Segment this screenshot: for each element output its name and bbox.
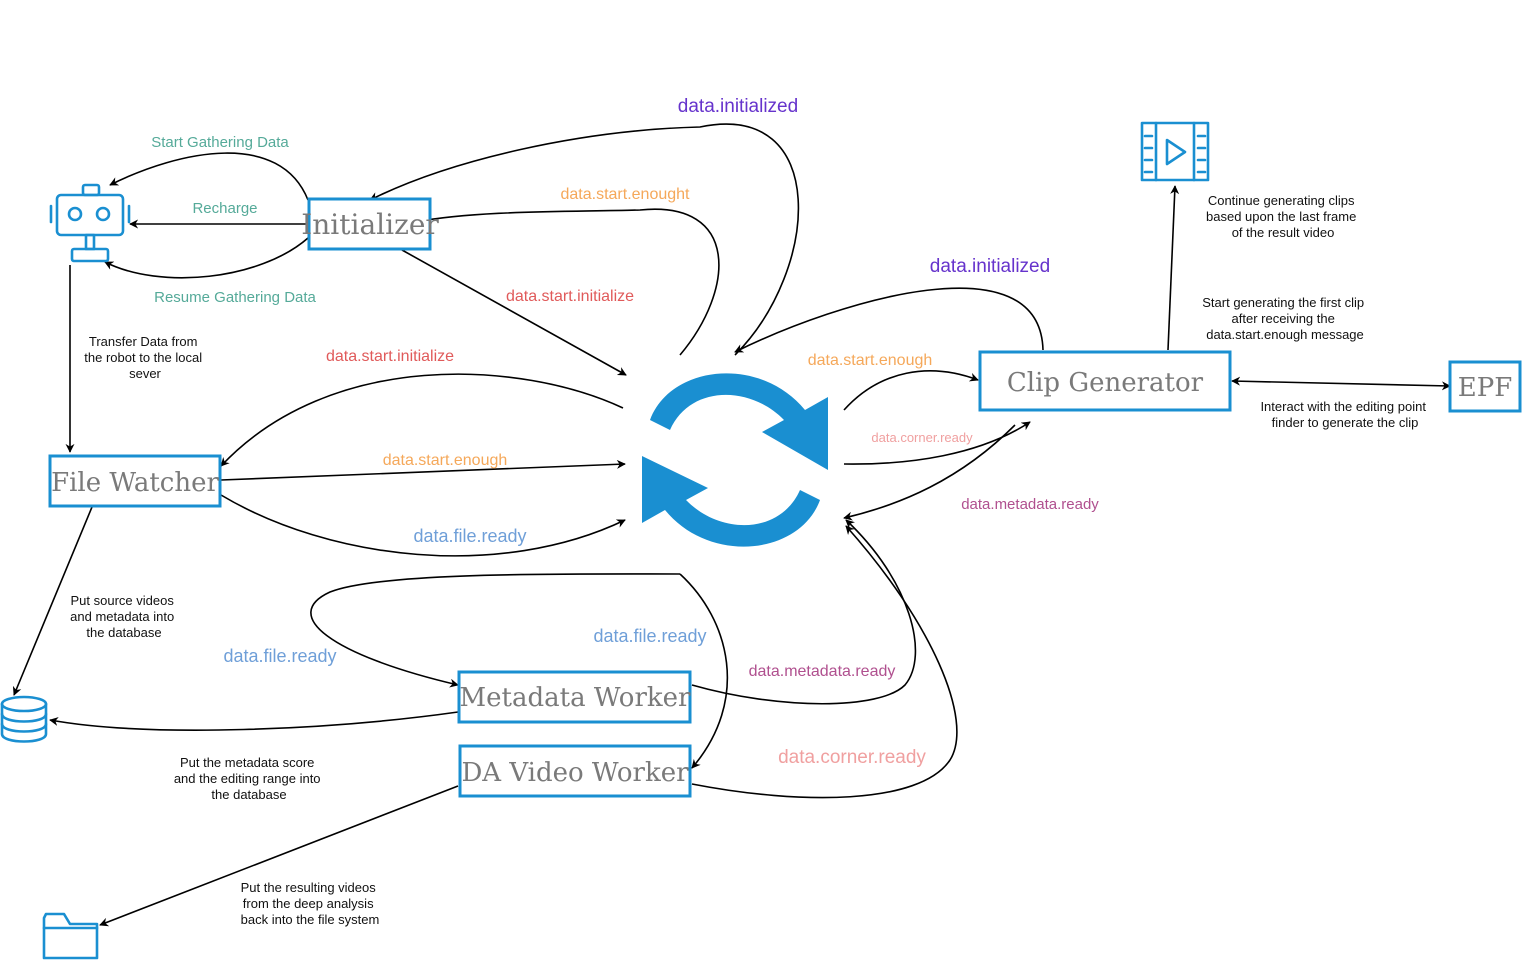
metadata-worker-label: Metadata Worker [460, 683, 691, 713]
edge-labels: Start Gathering Data Recharge Resume Gat… [151, 96, 1099, 768]
edge-fw-start-initialize [220, 373, 624, 467]
edge-init-start-enought [414, 208, 720, 356]
label-dw-corner-ready: data.corner.ready [778, 747, 926, 768]
edge-cg-epf [1231, 376, 1451, 391]
edge-cg-to-video [1167, 185, 1180, 351]
label-dw-file-ready: data.file.ready [593, 626, 706, 646]
edge-dw-file-ready [679, 573, 729, 769]
label-fw-start-initialize: data.start.initialize [326, 348, 454, 365]
label-cg-corner-ready: data.corner.ready [871, 430, 973, 445]
label-mw-metadata-ready: data.metadata.ready [749, 663, 896, 680]
label-fw-start-enough: data.start.enough [383, 452, 508, 469]
initializer-node[interactable]: Initializer [301, 197, 439, 251]
database-icon [0, 695, 48, 743]
da-video-worker-label: DA Video Worker [461, 758, 689, 788]
label-recharge: Recharge [192, 200, 257, 217]
edge-dw-to-folder [99, 785, 459, 927]
folder-icon [42, 912, 99, 960]
edge-resume-gathering [104, 237, 309, 279]
notes: Transfer Data from the robot to the loca… [70, 193, 1429, 927]
note-transfer-data: Transfer Data from the robot to the loca… [84, 334, 205, 381]
label-resume-gathering: Resume Gathering Data [154, 289, 316, 306]
robot-icon [49, 183, 131, 263]
note-continue-generating: Continue generating clips based upon the… [1206, 193, 1360, 240]
da-video-worker-node[interactable]: DA Video Worker [458, 744, 692, 798]
metadata-worker-node[interactable]: Metadata Worker [457, 670, 692, 724]
label-cg-data-initialized: data.initialized [930, 256, 1050, 277]
edge-cg-start-enough [843, 370, 979, 411]
edge-mw-to-database [49, 711, 459, 731]
edge-mw-file-ready [310, 573, 681, 688]
edge-mw-metadata-ready [691, 519, 917, 705]
edges [12, 123, 1451, 927]
label-fw-file-ready: data.file.ready [413, 526, 526, 546]
edge-fw-file-ready [220, 494, 626, 557]
epf-label: EPF [1458, 373, 1513, 403]
edge-start-gathering [109, 152, 309, 201]
clip-generator-label: Clip Generator [1007, 368, 1204, 398]
edge-init-start-initialize [401, 249, 627, 376]
note-put-source-videos: Put source videos and metadata into the … [70, 593, 178, 640]
note-put-metadata-score: Put the metadata score and the editing r… [174, 755, 324, 802]
edge-cg-corner-ready [843, 421, 1031, 465]
label-cg-metadata-ready: data.metadata.ready [961, 496, 1099, 513]
video-icon [1140, 121, 1210, 182]
file-watcher-node[interactable]: File Watcher [48, 454, 222, 508]
note-put-resulting-videos: Put the resulting videos from the deep a… [241, 880, 380, 927]
edge-cg-metadata-ready [843, 424, 1016, 521]
edge-init-data-initialized [369, 123, 800, 356]
edge-fw-to-database [12, 506, 93, 696]
label-cg-start-enough: data.start.enough [808, 352, 933, 369]
label-init-start-enought: data.start.enought [561, 186, 691, 203]
file-watcher-label: File Watcher [51, 468, 219, 498]
label-init-start-initialize: data.start.initialize [506, 288, 634, 305]
edge-cg-data-initialized [734, 287, 1044, 353]
note-interact-epf: Interact with the editing point finder t… [1260, 399, 1429, 430]
initializer-label: Initializer [301, 208, 439, 241]
label-mw-file-ready: data.file.ready [223, 646, 336, 666]
edge-dw-corner-ready [691, 525, 958, 799]
clip-generator-node[interactable]: Clip Generator [978, 350, 1232, 412]
edge-fw-start-enough [220, 459, 626, 481]
note-start-first-clip: Start generating the first clip after re… [1202, 295, 1367, 342]
sync-icon [642, 373, 828, 547]
epf-node[interactable]: EPF [1448, 360, 1522, 413]
label-init-data-initialized: data.initialized [678, 96, 798, 117]
label-start-gathering: Start Gathering Data [151, 134, 289, 151]
